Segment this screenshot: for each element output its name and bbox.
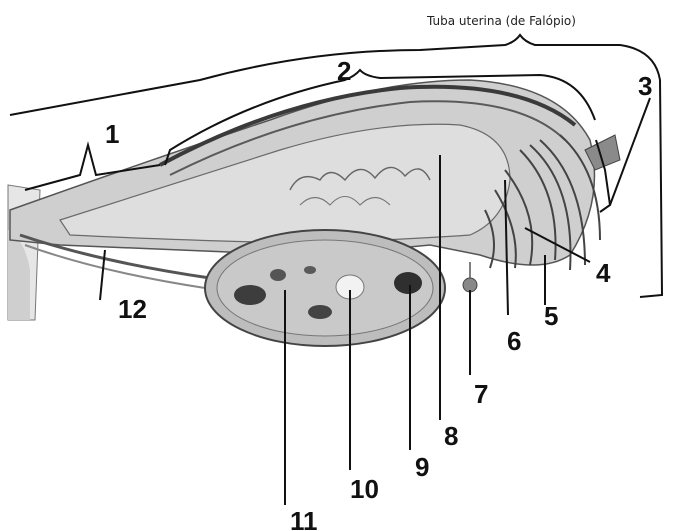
label-5: 5 [544,301,558,331]
label-2: 2 [337,56,351,86]
label-12: 12 [118,294,147,324]
label-10: 10 [350,474,379,504]
anatomy-illustration [8,80,620,346]
label-9: 9 [415,452,429,482]
label-8: 8 [444,421,458,451]
label-3: 3 [638,71,652,101]
label-6: 6 [507,326,521,356]
label-11: 11 [290,506,318,531]
label-4: 4 [596,258,611,288]
label-7: 7 [474,379,488,409]
label-1: 1 [105,119,119,149]
diagram-title: Tuba uterina (de Falópio) [426,14,576,28]
